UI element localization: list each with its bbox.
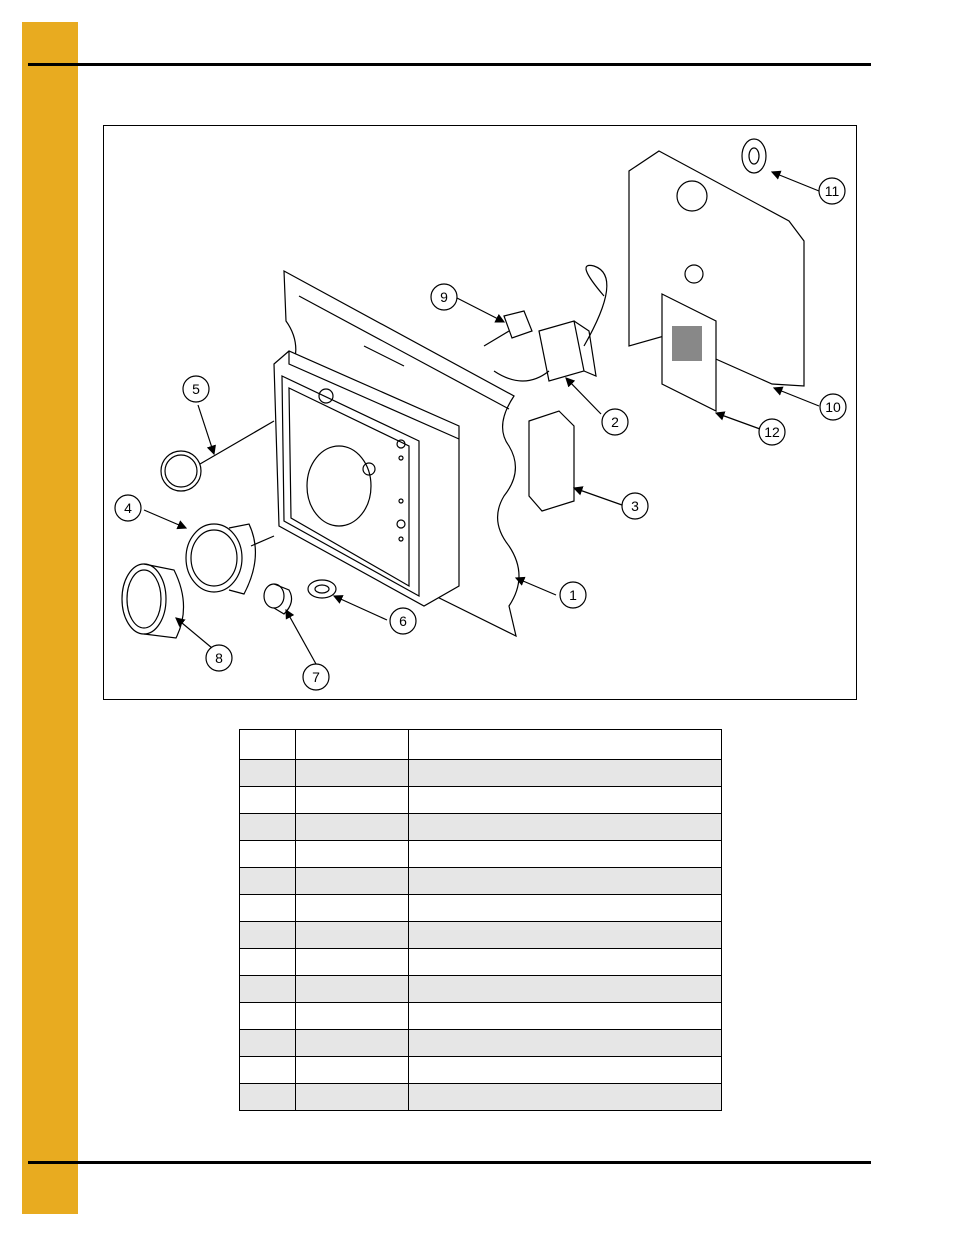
cell-part: [295, 894, 409, 922]
cell-part: [295, 813, 409, 841]
cell-description: [408, 759, 722, 787]
exploded-parts-diagram: 1 2 3 4 5 6 7 8 9 10 11 12: [103, 125, 857, 700]
table-row: [239, 759, 722, 787]
cell-description: [408, 975, 722, 1003]
cell-part: [295, 975, 409, 1003]
cell-part: [295, 1002, 409, 1030]
cell-description: [408, 813, 722, 841]
callout-5: 5: [192, 381, 200, 397]
cell-description: [408, 1029, 722, 1057]
cell-ref: [239, 948, 296, 976]
cell-ref: [239, 813, 296, 841]
table-row: [239, 1029, 722, 1057]
cell-part: [295, 786, 409, 814]
callout-3: 3: [631, 498, 639, 514]
cell-ref: [239, 840, 296, 868]
pressure-gauge: [185, 523, 243, 593]
table-row: [239, 948, 722, 976]
knob: [263, 583, 285, 609]
cell-part: [295, 759, 409, 787]
cell-ref: [239, 1056, 296, 1084]
toggle-switch: [503, 310, 533, 339]
cell-description: [408, 840, 722, 868]
hole-plug: [741, 138, 767, 174]
cell-ref: [239, 894, 296, 922]
cell-ref: [239, 786, 296, 814]
callout-9: 9: [440, 289, 448, 305]
cell-ref: [239, 921, 296, 949]
cell-description: [408, 894, 722, 922]
table-row: [239, 867, 722, 895]
cell-ref: [239, 1083, 296, 1111]
cell-description: [408, 867, 722, 895]
callout-10: 10: [825, 399, 841, 415]
table-row: [239, 1083, 722, 1111]
table-row: [239, 975, 722, 1003]
cell-part: [295, 948, 409, 976]
cell-description: [408, 786, 722, 814]
cell-description: [408, 1083, 722, 1111]
parts-list-table: [239, 729, 722, 1111]
header-rule: [28, 63, 871, 66]
table-row: [239, 813, 722, 841]
callout-11: 11: [825, 183, 840, 199]
cell-description: [408, 1002, 722, 1030]
thermostat: [538, 320, 585, 382]
header-part: [295, 729, 409, 760]
cell-ref: [239, 975, 296, 1003]
side-tab-bar: [22, 22, 78, 1214]
cell-ref: [239, 1002, 296, 1030]
bezel-ring: [121, 563, 167, 635]
header-ref: [239, 729, 296, 760]
cell-ref: [239, 1029, 296, 1057]
cell-part: [295, 840, 409, 868]
callout-7: 7: [312, 669, 320, 685]
cell-part: [295, 921, 409, 949]
cell-description: [408, 948, 722, 976]
footer-rule: [28, 1161, 871, 1164]
table-header-row: [239, 729, 722, 760]
cell-description: [408, 1056, 722, 1084]
callout-1: 1: [569, 587, 577, 603]
bushing: [307, 579, 337, 599]
table-row: [239, 840, 722, 868]
cell-ref: [239, 759, 296, 787]
callout-2: 2: [611, 414, 619, 430]
relay: [528, 410, 575, 512]
table-row: [239, 1002, 722, 1030]
cell-part: [295, 1029, 409, 1057]
callout-6: 6: [399, 613, 407, 629]
cell-part: [295, 1056, 409, 1084]
table-row: [239, 894, 722, 922]
cell-description: [408, 921, 722, 949]
table-row: [239, 921, 722, 949]
table-row: [239, 786, 722, 814]
callout-8: 8: [215, 650, 223, 666]
thermometer: [160, 450, 202, 492]
header-description: [408, 729, 722, 760]
table-row: [239, 1056, 722, 1084]
cell-part: [295, 867, 409, 895]
cell-ref: [239, 867, 296, 895]
callout-4: 4: [124, 500, 132, 516]
cell-part: [295, 1083, 409, 1111]
callout-12: 12: [764, 424, 780, 440]
